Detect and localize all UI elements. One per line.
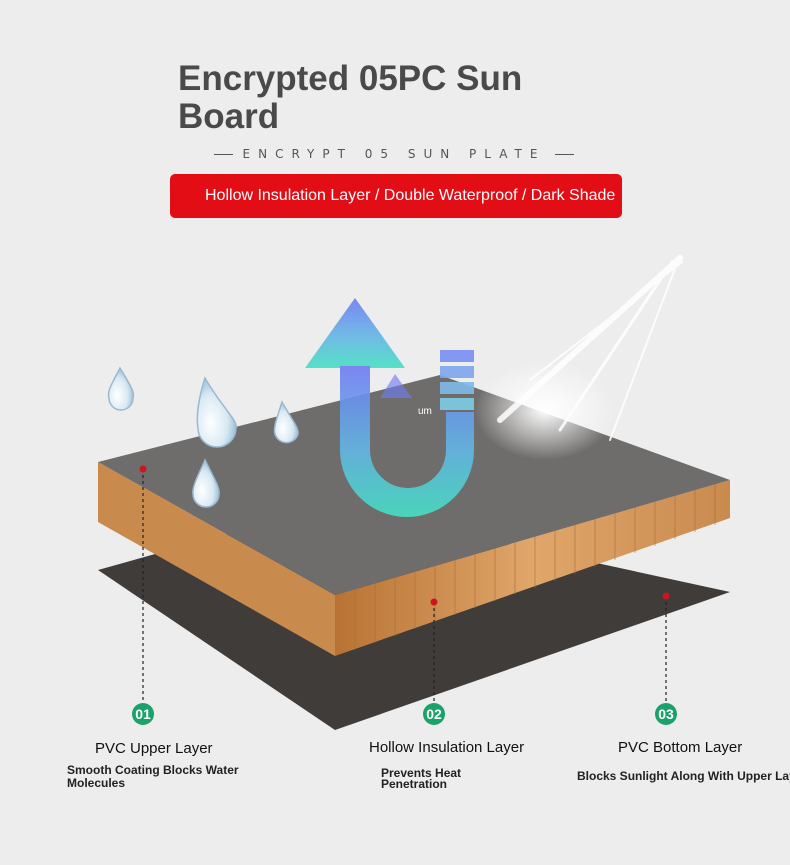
leader-lines [142,469,667,702]
arrow-label: um [418,406,432,417]
sun-rays [497,255,683,441]
leader-dot-01 [139,465,147,473]
leader-dot-02 [430,598,438,606]
layer-name-bottom: PVC Bottom Layer [618,739,743,756]
step-number-03: 03 [655,703,677,725]
leader-dots [139,465,670,606]
feature-banner: Hollow Insulation Layer / Double Waterpr… [170,174,622,218]
step-number-02: 02 [423,703,445,725]
layer-name-upper: PVC Upper Layer [95,740,213,757]
layer-name-hollow: Hollow Insulation Layer [369,739,525,756]
subtitle-rule-right [555,153,574,155]
insulation-cells [354,484,716,650]
layer-desc-upper: Smooth Coating Blocks Water Molecules [67,763,239,790]
water-drop-icon [196,376,237,448]
layer-desc-bottom: Blocks Sunlight Along With Upper Layer [577,769,790,783]
page-title: Encrypted 05PC Sun Board [178,59,523,136]
water-drops [107,366,299,508]
water-drop-icon [273,400,299,444]
water-drop-icon [107,366,135,411]
insulation-right-edge [335,480,730,656]
water-drop-icon [192,458,220,508]
step-number-01: 01 [132,703,154,725]
subtitle-row: ENCRYPT 05 SUN PLATE [214,145,574,163]
leader-dot-03 [662,592,670,600]
subtitle: ENCRYPT 05 SUN PLATE [242,147,546,161]
sun-glare [475,360,615,460]
layer-desc-hollow: Prevents Heat Penetration [381,766,462,791]
insulation-front-edge [98,462,335,656]
deflection-arrow-icon [305,298,474,517]
subtitle-rule-left [214,153,233,155]
